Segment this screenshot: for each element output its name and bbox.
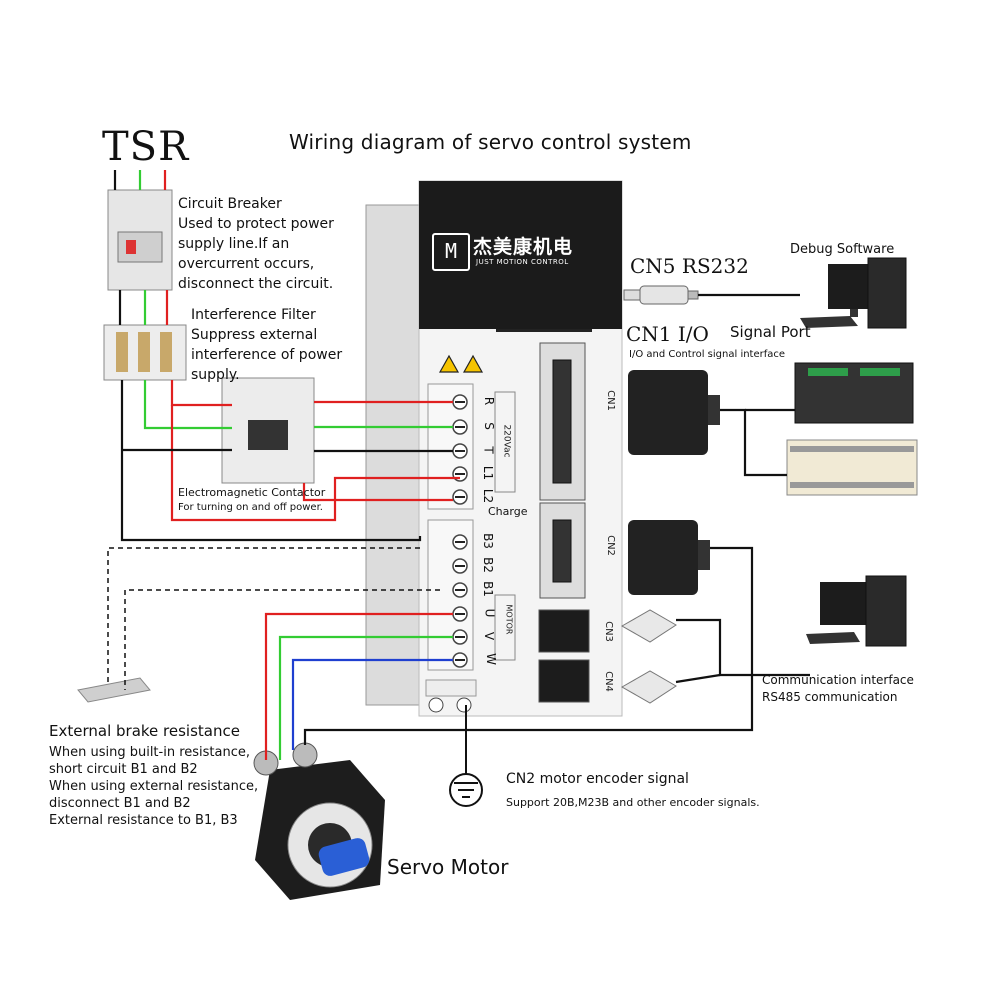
contactor-desc: For turning on and off power. <box>178 502 323 513</box>
breaker-line-3: overcurrent occurs, <box>178 256 315 272</box>
ground-screw-icon <box>428 697 444 713</box>
diagram-title: Wiring diagram of servo control system <box>289 130 692 154</box>
filter-text: Interference Filter Suppress external in… <box>191 305 342 385</box>
rj45-plug-icon <box>620 609 677 704</box>
brake-line-5: External resistance to B1, B3 <box>49 813 238 828</box>
contactor-title: Electromagnetic Contactor <box>178 486 326 499</box>
breaker-line-2: supply line.If an <box>178 236 290 252</box>
breaker-switch <box>126 240 136 254</box>
cn1-label: CN1 I/O <box>626 322 709 346</box>
filter-line-2: interference of power <box>191 347 343 363</box>
cn3-socket <box>538 609 590 653</box>
keyboard-icon-2 <box>806 632 860 644</box>
terminal-l1-label: L1 <box>481 465 496 481</box>
signal-port-label: Signal Port <box>730 323 811 341</box>
cn5-label: CN5 RS232 <box>630 254 749 278</box>
filter-title: Interference Filter <box>191 307 316 323</box>
cn2-pins <box>552 519 572 583</box>
brake-line-2: short circuit B1 and B2 <box>49 762 198 777</box>
terminal-bracket <box>494 391 516 493</box>
terminal-t-label: T <box>481 446 496 454</box>
drive-heatsink <box>365 204 427 706</box>
filter-coil-2 <box>138 332 150 372</box>
servo-motor <box>253 742 385 900</box>
cn1-pins <box>552 359 572 484</box>
db-connector-icon-cn2 <box>628 520 710 595</box>
cn4-socket <box>538 659 590 703</box>
brand-logo-icon: M <box>432 233 470 271</box>
encoder-title: CN2 motor encoder signal <box>506 771 689 787</box>
terminal-b3-label: B3 <box>480 533 495 549</box>
brand-name-cn: 杰美康机电 <box>473 236 574 258</box>
breaker-line-1: Used to protect power <box>178 216 334 232</box>
brand-name-en: JUST MOTION CONTROL <box>476 258 569 266</box>
cn1-port-label: CN1 <box>604 390 616 411</box>
ground-screw-icon-2 <box>456 697 472 713</box>
brake-line-1: When using built-in resistance, <box>49 745 250 760</box>
pc-tower-icon <box>867 257 907 329</box>
monitor-icon-2 <box>820 582 872 625</box>
cn2-port-label: CN2 <box>604 535 616 556</box>
debug-software-label: Debug Software <box>790 242 895 257</box>
filter-line-3: supply. <box>191 367 240 383</box>
brake-line-4: disconnect B1 and B2 <box>49 796 191 811</box>
warning-icon <box>438 354 484 373</box>
cn4-port-label: CN4 <box>602 671 614 692</box>
breaker-handle <box>117 231 163 263</box>
comm-pc <box>806 575 907 647</box>
cn1-desc: I/O and Control signal interface <box>629 349 786 360</box>
encoder-desc: Support 20B,M23B and other encoder signa… <box>506 796 760 809</box>
terminal-u-label: U <box>482 608 497 618</box>
debug-pc <box>800 257 907 329</box>
filter-line-1: Suppress external <box>191 327 318 343</box>
drive-top-panel <box>419 181 622 329</box>
breaker-line-4: disconnect the circuit. <box>178 276 334 292</box>
terminal-s-label: S <box>481 422 496 430</box>
pc-tower-icon-2 <box>865 575 907 647</box>
brake-line-3: When using external resistance, <box>49 779 259 794</box>
terminal-w-label: W <box>483 653 498 665</box>
breaker-title: Circuit Breaker <box>178 196 282 212</box>
terminal-r-label: R <box>482 396 497 406</box>
charge-label: Charge <box>488 505 528 518</box>
brake-text: When using built-in resistance, short ci… <box>49 744 258 829</box>
contactor-core <box>248 420 288 450</box>
power-label: TSR <box>102 124 190 170</box>
db-connector-icon <box>628 370 720 455</box>
brake-resistor <box>77 677 151 703</box>
usb-plug-icon <box>623 285 699 305</box>
voltage-label: 220Vac <box>501 424 512 458</box>
brake-title: External brake resistance <box>49 722 240 740</box>
terminal-l2-label: L2 <box>481 488 496 504</box>
motor-group-label: MOTOR <box>504 604 514 635</box>
terminal-b1-label: B1 <box>480 581 495 597</box>
filter-coil-3 <box>160 332 172 372</box>
filter-coil-1 <box>116 332 128 372</box>
comm-desc: RS485 communication <box>762 690 898 704</box>
terminal-v-label: V <box>482 631 497 641</box>
breaker-text: Circuit Breaker Used to protect power su… <box>178 194 334 294</box>
ground-plate <box>425 679 477 697</box>
motor-bracket <box>494 594 516 661</box>
terminal-screw-slots <box>455 401 465 661</box>
ground-icon <box>449 705 483 807</box>
terminal-b2-label: B2 <box>480 557 495 573</box>
keyboard-icon <box>800 316 858 328</box>
comm-title: Communication interface <box>762 673 914 687</box>
servo-motor-label: Servo Motor <box>387 855 509 879</box>
cn3-port-label: CN3 <box>602 621 614 642</box>
